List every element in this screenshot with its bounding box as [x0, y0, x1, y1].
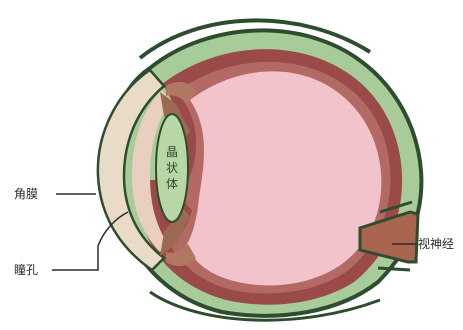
pupil-label: 瞳孔 [14, 262, 38, 277]
lens-label-char-1: 晶 [166, 145, 178, 159]
lens-label-char-3: 体 [166, 177, 178, 191]
cornea-label: 角膜 [14, 187, 38, 201]
lens-label-char-2: 状 [166, 161, 178, 175]
optic-nerve-label: 视神经 [418, 236, 454, 251]
